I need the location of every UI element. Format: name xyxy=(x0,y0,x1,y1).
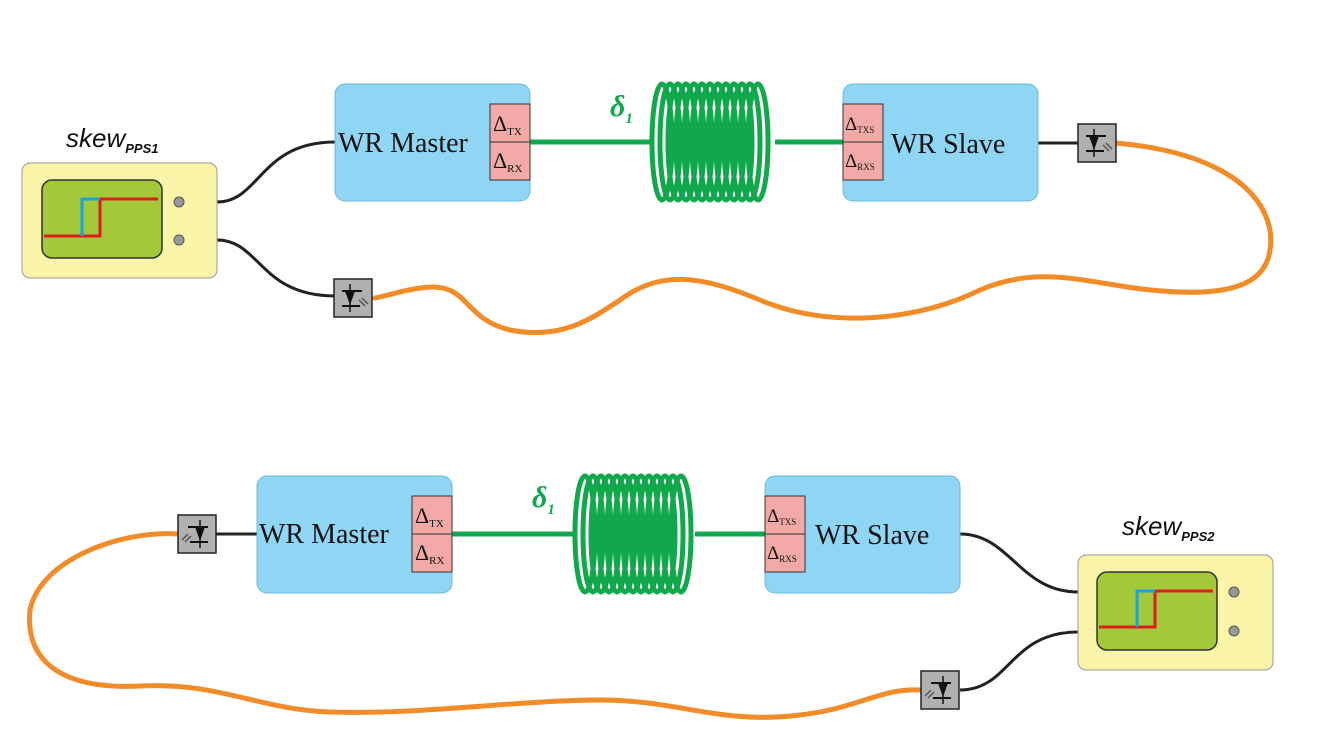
optical-converter-icon xyxy=(333,278,373,318)
delta-txs-label: ΔTXS xyxy=(767,506,796,527)
fiber-spool-icon xyxy=(652,84,768,200)
delta-rxs-label: ΔRXS xyxy=(767,543,797,564)
delta-rxs-box xyxy=(764,533,806,573)
orange-fiber-1 xyxy=(372,140,1274,336)
oscilloscope-icon xyxy=(1077,554,1274,671)
delta-rxs-label: ΔRXS xyxy=(845,151,875,172)
delta-rx-label: ΔRX xyxy=(493,148,522,175)
black-cable-1b xyxy=(216,238,336,298)
delta-rxs-box xyxy=(842,141,884,181)
delta-rx-label: ΔRX xyxy=(415,540,444,567)
wr-master-label: WR Master xyxy=(259,519,390,550)
delta-txs-box xyxy=(842,103,884,143)
setup-2: WR Master ΔTX ΔRX WR Slave ΔTXS ΔRXS δ1 … xyxy=(27,476,1274,720)
delta-txs-box xyxy=(764,495,806,535)
fiber-spool-icon xyxy=(575,476,691,592)
black-cable-2b xyxy=(959,532,1079,594)
orange-fiber-2 xyxy=(27,531,923,720)
setup-1: WR Master ΔTX ΔRX WR Slave ΔTXS ΔRXS δ1 … xyxy=(21,84,1274,336)
delta-tx-label: ΔTX xyxy=(493,111,522,138)
skew-label: skewPPS2 xyxy=(1122,511,1215,544)
delta-txs-label: ΔTXS xyxy=(845,114,874,135)
delta-tx-label: ΔTX xyxy=(415,503,444,530)
black-cable-1a xyxy=(216,140,336,204)
fiber-delay-label: δ1 xyxy=(532,481,555,518)
fiber-delay-label: δ1 xyxy=(610,90,633,127)
skew-label: skewPPS1 xyxy=(66,123,159,156)
oscilloscope-icon xyxy=(21,162,218,279)
optical-converter-icon xyxy=(1077,123,1117,163)
wr-slave-label: WR Slave xyxy=(891,129,1005,160)
optical-converter-icon xyxy=(177,514,217,554)
wr-master-label: WR Master xyxy=(338,128,469,159)
optical-converter-icon xyxy=(920,670,960,710)
delta-rx-box xyxy=(489,141,531,181)
delta-rx-box xyxy=(411,533,453,573)
black-cable-2c xyxy=(959,630,1079,692)
wr-slave-label: WR Slave xyxy=(815,520,929,551)
